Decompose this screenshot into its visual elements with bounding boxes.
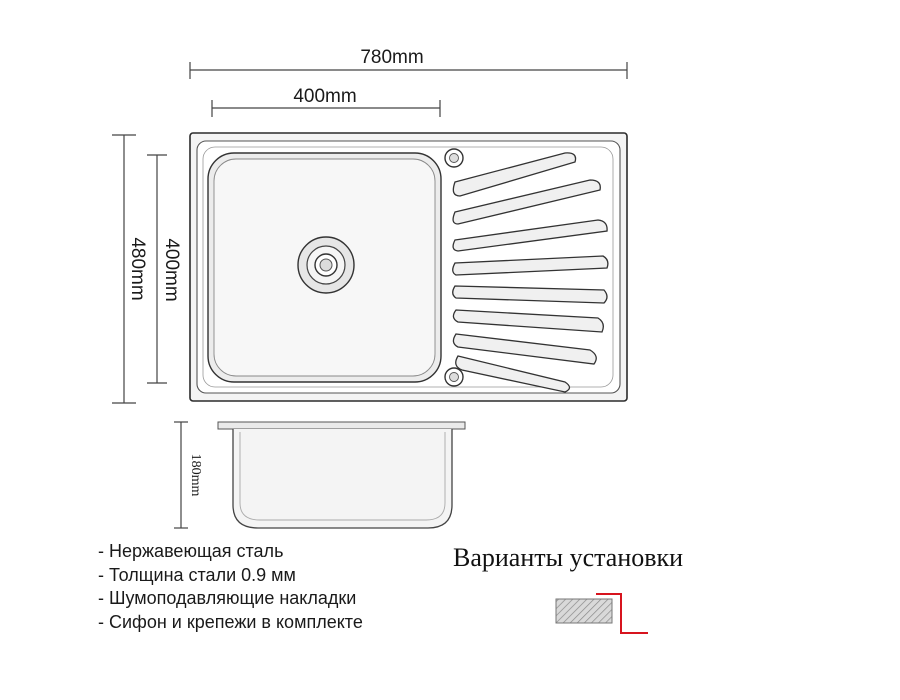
bowl-width-label: 400mm <box>293 86 356 107</box>
drainboard-ribs <box>452 152 609 393</box>
dimension-overall-width: 780mm <box>189 47 628 79</box>
installation-variant-icon <box>555 593 648 634</box>
overflow-hole-icon <box>444 367 464 387</box>
drain-icon <box>297 236 355 294</box>
faucet-hole-icon <box>444 148 464 168</box>
feature-list: - Нержавеющая сталь - Толщина стали 0.9 … <box>98 540 363 634</box>
overall-depth-label: 480mm <box>127 237 148 300</box>
feature-item: - Толщина стали 0.9 мм <box>98 564 296 585</box>
dimension-bowl-height: 180mm <box>174 421 203 529</box>
bowl-depth-label: 400mm <box>161 238 182 301</box>
dimension-bowl-width: 400mm <box>211 86 441 117</box>
feature-item: - Шумоподавляющие накладки <box>98 588 357 608</box>
sink-rim-line <box>596 593 648 634</box>
countertop-icon <box>555 598 613 624</box>
overall-width-label: 780mm <box>360 47 423 68</box>
feature-item: - Нержавеющая сталь <box>98 541 284 561</box>
sink-top-view <box>189 132 628 402</box>
sink-side-view <box>217 421 466 529</box>
installation-title: Варианты установки <box>453 543 684 572</box>
dimension-overall-depth: 480mm <box>112 134 148 404</box>
bowl-height-label: 180mm <box>188 454 203 497</box>
dimension-bowl-depth: 400mm <box>147 154 182 384</box>
feature-item: - Сифон и крепежи в комплекте <box>98 611 363 632</box>
